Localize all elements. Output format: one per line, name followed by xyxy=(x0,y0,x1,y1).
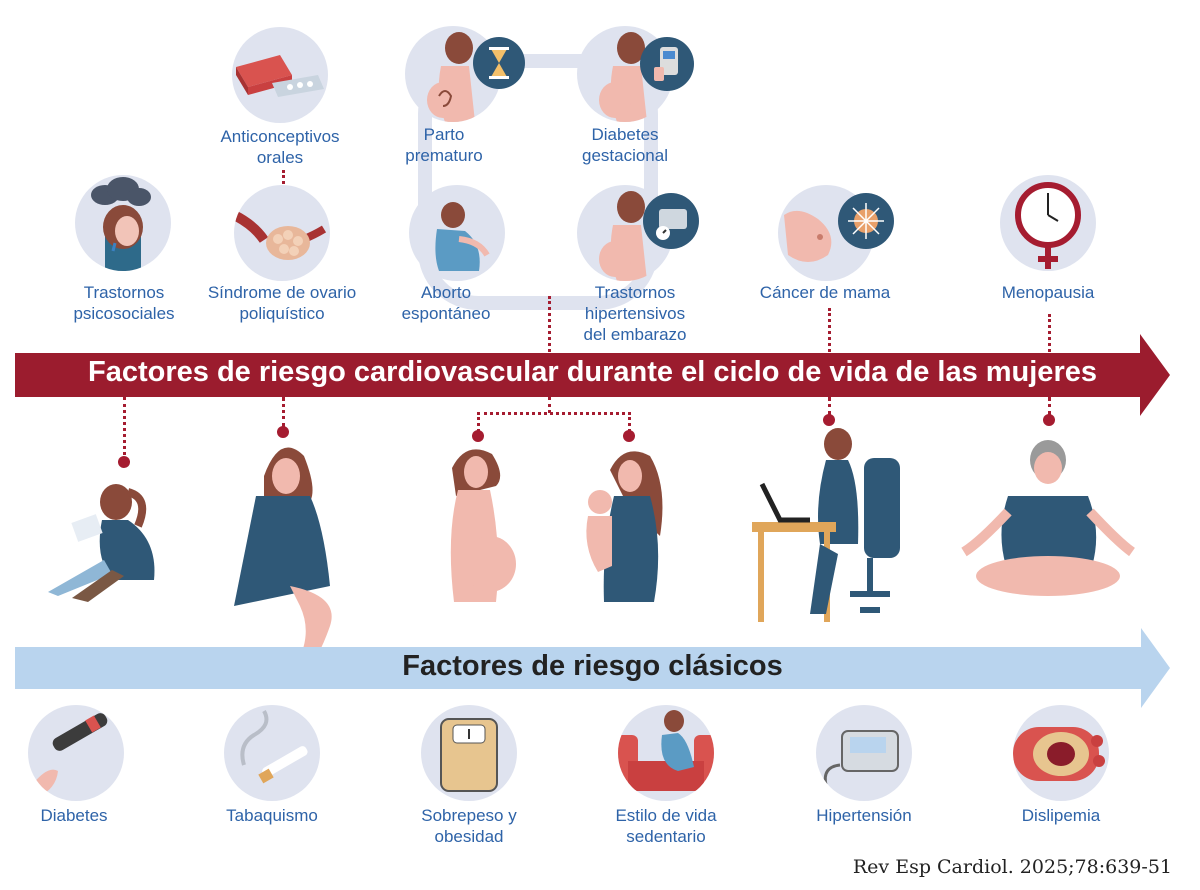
label-parto: Parto prematuro xyxy=(405,125,483,165)
connector-dots xyxy=(548,397,551,413)
meditating-woman-illustration xyxy=(961,440,1135,596)
storm-cloud-head-icon xyxy=(75,175,171,271)
label-diabetes-gest: Diabetes gestacional xyxy=(581,125,668,165)
label-sop: Síndrome de ovario poliquístico xyxy=(207,283,357,323)
bp-monitor-icon xyxy=(816,705,912,801)
sitting-woman-icon xyxy=(409,185,505,281)
connector-dots xyxy=(628,412,631,432)
cardiovascular-banner-arrow xyxy=(15,334,1170,416)
connector-dot xyxy=(623,430,635,442)
connector-dot xyxy=(118,456,130,468)
hourglass-icon xyxy=(473,37,525,89)
connector-dots xyxy=(123,397,126,455)
couch-icon xyxy=(618,705,714,801)
breast-cancer-cell-icon xyxy=(838,193,894,249)
connector-dots xyxy=(282,170,285,184)
label-sobrepeso: Sobrepeso y obesidad xyxy=(421,806,517,846)
connector-dot xyxy=(1043,414,1055,426)
label-hipertensivos: Trastornos hipertensivos del embarazo xyxy=(583,283,687,344)
ovary-icon xyxy=(234,185,330,281)
classic-title: Factores de riesgo clásicos xyxy=(402,650,783,682)
blood-pressure-cuff-icon xyxy=(643,193,699,249)
connector-dot xyxy=(472,430,484,442)
label-tabaquismo: Tabaquismo xyxy=(226,806,318,825)
connector-dots xyxy=(1048,314,1051,352)
connector-dots xyxy=(828,308,831,352)
label-psicosociales: Trastornos psicosociales xyxy=(73,283,175,323)
label-anticonceptivos: Anticonceptivos orales xyxy=(220,127,340,167)
teen-reading-illustration xyxy=(48,484,155,602)
label-sedentario: Estilo de vida sedentario xyxy=(615,806,717,846)
banner-title: Factores de riesgo cardiovascular durant… xyxy=(88,356,1097,388)
label-aborto: Aborto espontáneo xyxy=(401,283,491,323)
label-hipertension: Hipertensión xyxy=(816,806,912,825)
label-dislipemia: Dislipemia xyxy=(1021,806,1101,825)
venus-clock-icon xyxy=(1000,175,1096,271)
pregnant-woman-illustration xyxy=(450,449,516,602)
pill-pack-icon xyxy=(232,27,328,123)
insulin-pen-icon xyxy=(28,705,124,801)
connector-dots xyxy=(828,397,831,415)
label-diabetes: Diabetes xyxy=(40,806,108,825)
classic-factors-banner-arrow xyxy=(15,628,1170,708)
connector-dots xyxy=(1048,397,1051,415)
label-menopausia: Menopausia xyxy=(1001,283,1095,302)
connector-dots xyxy=(282,397,285,427)
woman-at-computer-illustration xyxy=(752,428,900,622)
connector-dot xyxy=(823,414,835,426)
young-woman-illustration xyxy=(234,447,332,672)
mother-baby-illustration xyxy=(586,451,663,602)
connector-dots xyxy=(477,412,480,432)
cigarette-icon xyxy=(224,705,320,801)
citation: Rev Esp Cardiol. 2025;78:639-51 xyxy=(852,856,1172,878)
glucometer-icon xyxy=(640,37,694,91)
label-cancer: Cáncer de mama xyxy=(759,283,891,302)
connector-dots xyxy=(477,412,631,415)
artery-plaque-icon xyxy=(1013,705,1109,801)
connector-dots xyxy=(548,296,551,352)
scale-icon xyxy=(421,705,517,801)
connector-dot xyxy=(277,426,289,438)
